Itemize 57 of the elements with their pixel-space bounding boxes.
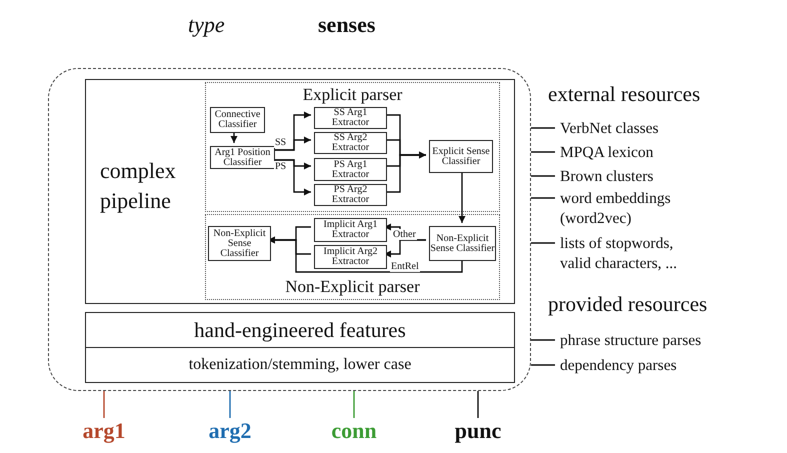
leader-line [531, 339, 555, 341]
arrow [230, 130, 238, 143]
process-box: Implicit Arg2 Extractor [314, 245, 387, 269]
section-heading: provided resources [548, 292, 708, 317]
argument-label: conn [324, 418, 384, 444]
arrow [458, 170, 466, 223]
arrow [384, 152, 426, 193]
resource-label: MPQA lexicon [555, 143, 705, 161]
resource-label: dependency parses [555, 356, 750, 374]
pipeline-box [85, 79, 515, 304]
process-box: SS Arg2 Extractor [314, 132, 387, 154]
resource-label: word embeddings (word2vec) [555, 189, 715, 227]
resource-label: lists of stopwords, valid characters, ... [555, 234, 705, 272]
dashed-boundary [48, 68, 531, 391]
leader-line [229, 391, 231, 418]
process-box: Implicit Arg1 Extractor [314, 218, 387, 242]
axis-title: type [188, 12, 225, 38]
resource-label: phrase structure parses [555, 331, 750, 349]
process-box: PS Arg1 Extractor [314, 158, 387, 181]
process-box: Explicit Sense Classifier [429, 140, 493, 173]
process-box: Non-Explicit Sense Classifier [429, 226, 496, 261]
layer-bar: tokenization/stemming, lower case [85, 347, 515, 383]
edge-label: EntRel [390, 261, 420, 272]
leader-line [353, 391, 355, 418]
process-box: Connective Classifier [210, 107, 265, 133]
arrow [272, 159, 311, 196]
process-box: PS Arg2 Extractor [314, 184, 387, 206]
parser-panel [205, 214, 500, 300]
panel-title: Explicit parser [302, 85, 404, 105]
leader-line [531, 151, 555, 153]
edge-label: SS [274, 137, 288, 148]
process-box: SS Arg1 Extractor [314, 107, 387, 129]
leader-line [531, 127, 555, 129]
edge-label: Other [392, 229, 417, 240]
parser-panel [205, 82, 500, 212]
arrow [384, 239, 426, 258]
argument-label: punc [448, 418, 508, 444]
arrow [272, 136, 311, 151]
leader-line [531, 242, 555, 244]
section-heading: external resources [548, 82, 700, 107]
leader-line [103, 391, 105, 418]
arrow [268, 236, 463, 273]
resource-label: VerbNet classes [555, 119, 705, 137]
argument-label: arg2 [200, 418, 260, 444]
edge-label: PS [274, 161, 288, 172]
argument-label: arg1 [74, 418, 134, 444]
process-box: Non-Explicit Sense Classifier [208, 226, 271, 261]
leader-line [477, 391, 479, 418]
layer-bar: hand-engineered features [85, 312, 515, 348]
leader-line [531, 197, 555, 199]
pipeline-label: complex pipeline [100, 157, 177, 215]
leader-line [531, 364, 555, 366]
process-box: Arg1 Position Classifier [210, 146, 275, 169]
axis-title: senses [318, 12, 376, 38]
leader-line [531, 175, 555, 177]
resource-label: Brown clusters [555, 167, 705, 185]
panel-title: Non-Explicit parser [284, 277, 421, 297]
